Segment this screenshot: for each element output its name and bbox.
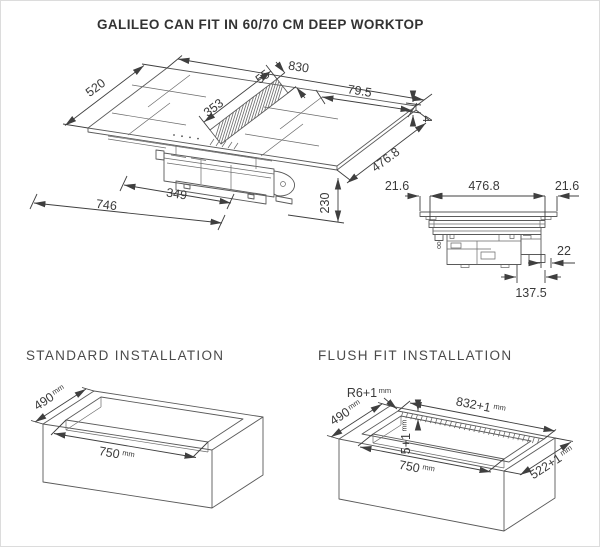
dimension-duct-offset: 137.5 [501, 265, 561, 300]
dimension-349: 349 [119, 175, 235, 210]
dim-label-22: 22 [557, 244, 571, 258]
dim-label-std-490: 490mm [31, 382, 68, 413]
dim-label-476-8: 476.8 [369, 145, 402, 175]
dim-label-746: 746 [95, 197, 117, 213]
dim-label-21-6-right: 21.6 [555, 179, 579, 193]
dim-label-flush-490: 490mm [327, 397, 364, 428]
dim-label-353: 353 [201, 96, 226, 120]
vent-grille [209, 78, 289, 145]
standard-installation-title: STANDARD INSTALLATION [26, 348, 224, 363]
dimension-rebate-width: 832+1mm [397, 394, 557, 440]
dimension-rebate-depth: 5+1mm [399, 399, 422, 455]
dim-label-flush-750: 750mm [398, 458, 436, 479]
dim-label-std-750: 750mm [98, 444, 136, 464]
cooking-zone-markings [111, 74, 339, 157]
side-glass [419, 211, 558, 220]
dimension-body-width: 476.8 [430, 179, 545, 200]
side-motor-box [446, 234, 546, 268]
dim-label-830: 830 [287, 59, 310, 76]
dimension-flush-width: 750mm [357, 433, 505, 479]
control-panel-markings [173, 134, 239, 150]
dimension-746: 746 [29, 193, 226, 231]
dim-label-476-8-side: 476.8 [468, 179, 499, 193]
dimension-rebate-length: 522+1mm [503, 437, 576, 482]
dim-label-79-5: 79.5 [347, 82, 373, 100]
dimension-79-5: 79.5 [315, 82, 418, 118]
page-title: GALILEO CAN FIT IN 60/70 CM DEEP WORKTOP [97, 17, 424, 32]
dim-label-137-5: 137.5 [515, 286, 546, 300]
hob-isometric-view: 520 830 55 353 79.5 4 [29, 55, 434, 231]
dimension-520: 520 [62, 63, 168, 129]
dimension-230: 230 [287, 178, 345, 224]
dimension-476-8: 476.8 [336, 109, 430, 184]
dim-label-522: 522+1mm [527, 443, 576, 482]
dimension-overhang-left: 21.6 [385, 179, 444, 220]
dim-label-21-6-left: 21.6 [385, 179, 409, 193]
dim-label-832: 832+1mm [455, 394, 507, 417]
dim-label-230: 230 [318, 193, 332, 214]
dimension-std-width: 750mm [50, 419, 209, 464]
dimension-flush-depth: 490mm [326, 397, 391, 440]
dimension-830: 830 [166, 55, 433, 107]
dim-label-5-1: 5+1mm [399, 420, 413, 455]
standard-installation-view: STANDARD INSTALLATION 490mm 750mm [26, 348, 264, 509]
hob-side-view: 21.6 476.8 21.6 22 137.5 [385, 179, 579, 300]
dim-label-349: 349 [165, 186, 188, 203]
dimension-overhang-right: 21.6 [544, 179, 579, 220]
worktop-box [42, 390, 264, 509]
flush-fit-installation-title: FLUSH FIT INSTALLATION [318, 348, 512, 363]
dimension-duct-step: 22 [528, 244, 575, 268]
